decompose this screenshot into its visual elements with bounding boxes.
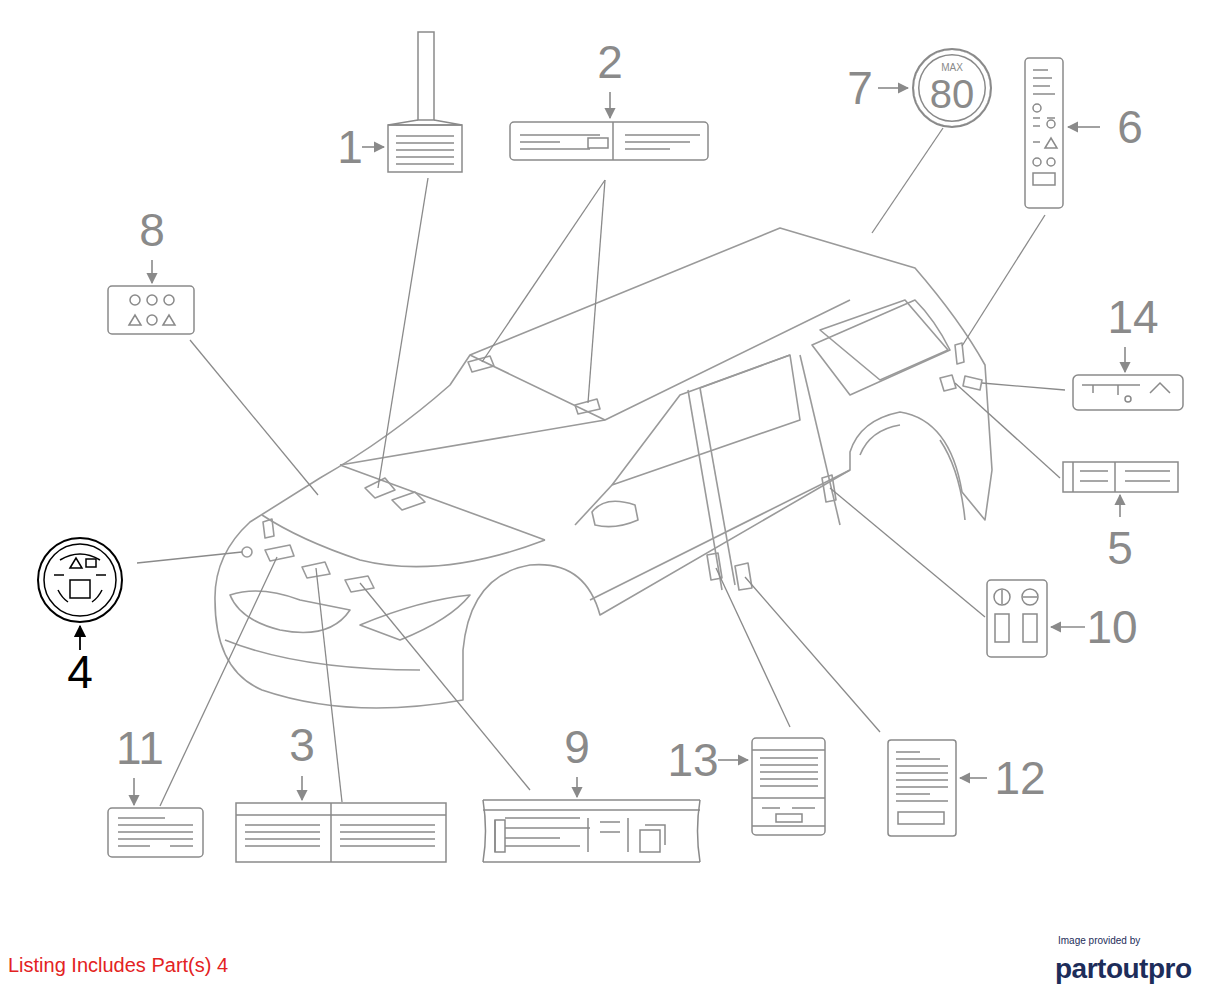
credit-text: Image provided by	[1058, 936, 1140, 946]
callout-number: 12	[994, 755, 1045, 801]
callout-number: 4	[67, 649, 93, 695]
brand-logo: partoutpro	[1055, 955, 1192, 983]
callout-number: 10	[1086, 604, 1137, 650]
callout-number: 13	[667, 737, 718, 783]
callout-number: 6	[1117, 104, 1143, 150]
callout-number: 7	[847, 65, 873, 111]
callout-number: 5	[1107, 525, 1133, 571]
sign-value: 80	[930, 74, 975, 114]
callout-number: 1	[337, 124, 363, 170]
callout-number: 8	[139, 207, 165, 253]
sign-caption: MAX	[941, 63, 963, 73]
callout-number: 9	[564, 724, 590, 770]
callout-number: 11	[116, 725, 164, 771]
callout-number: 3	[289, 722, 315, 768]
speed-limit-sign: MAX80	[912, 48, 992, 128]
listing-note: Listing Includes Part(s) 4	[8, 955, 228, 975]
callout-number: 14	[1107, 294, 1158, 340]
callout-number: 2	[597, 39, 623, 85]
